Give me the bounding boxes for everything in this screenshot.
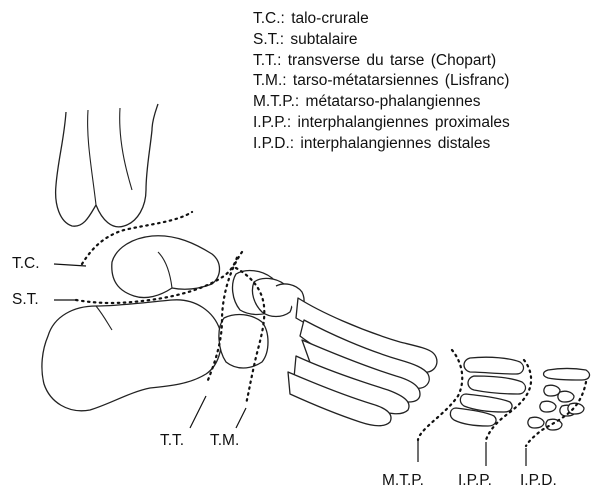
legend-abbr: I.P.P.: [253, 113, 291, 134]
label-ipd: I.P.D. [520, 472, 557, 490]
midfoot-bones [219, 271, 304, 368]
legend-row: T.T.: transverse du tarse (Chopart) [253, 51, 510, 72]
legend: T.C.: talo-crurale S.T.: subtalaire T.T.… [253, 9, 510, 155]
tt-leader-line [190, 396, 206, 428]
legend-abbr: I.P.D.: [253, 134, 294, 155]
label-mtp: M.T.P. [382, 472, 424, 490]
legend-row: S.T.: subtalaire [253, 30, 510, 51]
label-tc: T.C. [12, 255, 40, 273]
legend-row: T.M.: tarso-métatarsiennes (Lisfranc) [253, 71, 510, 92]
tibia-fibula [56, 104, 158, 227]
legend-term: interphalangiennes distales [300, 135, 490, 152]
tm-leader-line [236, 408, 246, 428]
legend-abbr: S.T.: [253, 30, 284, 51]
legend-term: métatarso-phalangiennes [306, 93, 481, 110]
label-tt: T.T. [160, 432, 184, 450]
metatarsals [288, 298, 437, 426]
legend-term: talo-crurale [291, 10, 369, 27]
legend-abbr: T.T.: [253, 51, 281, 72]
legend-term: subtalaire [290, 31, 357, 48]
legend-row: M.T.P.: métatarso-phalangiennes [253, 92, 510, 113]
legend-row: I.P.P.: interphalangiennes proximales [253, 113, 510, 134]
calcaneus [42, 300, 221, 411]
legend-term: tarso-métatarsiennes (Lisfranc) [293, 72, 510, 89]
label-ipp: I.P.P. [458, 472, 492, 490]
label-tm: T.M. [210, 432, 239, 450]
talus [112, 236, 220, 298]
legend-abbr: M.T.P.: [253, 92, 299, 113]
legend-row: I.P.D.: interphalangiennes distales [253, 134, 510, 155]
legend-row: T.C.: talo-crurale [253, 9, 510, 30]
label-st: S.T. [12, 291, 39, 309]
legend-abbr: T.C.: [253, 9, 285, 30]
legend-term: interphalangiennes proximales [298, 114, 510, 131]
legend-abbr: T.M.: [253, 71, 287, 92]
legend-term: transverse du tarse (Chopart) [288, 52, 496, 69]
